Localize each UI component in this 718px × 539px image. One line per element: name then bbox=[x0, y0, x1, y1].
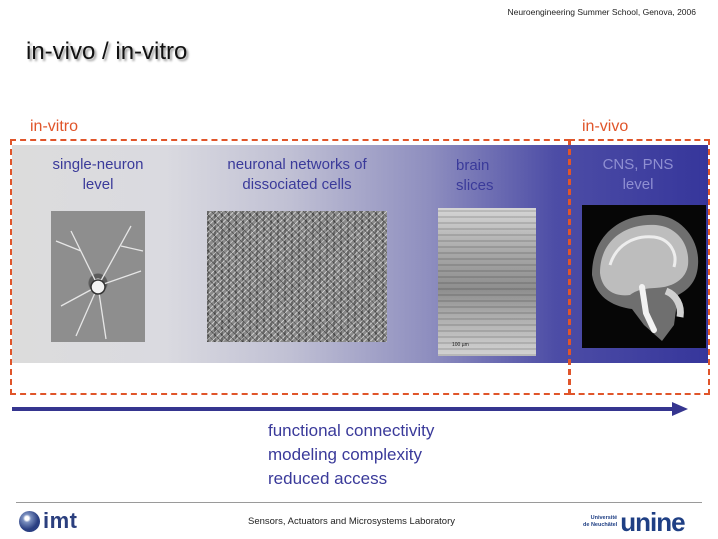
category-line: CNS, PNS bbox=[602, 156, 674, 173]
category-neuronal-networks: neuronal networks of dissociated cells bbox=[204, 155, 390, 195]
property-list: functional connectivity modeling complex… bbox=[268, 419, 434, 491]
in-vivo-region-box bbox=[569, 139, 710, 395]
progression-arrow bbox=[12, 402, 688, 416]
category-line: brain bbox=[456, 157, 490, 174]
neuronal-network-image bbox=[207, 211, 387, 342]
unine-caption-line: Université bbox=[590, 515, 618, 521]
imt-logo-text: imt bbox=[43, 508, 78, 533]
single-neuron-image bbox=[51, 211, 145, 342]
unine-logo-caption: Université de Neuchâtel bbox=[583, 515, 617, 529]
imt-logo: imt bbox=[19, 508, 78, 534]
category-brain-slices: brain slices bbox=[456, 156, 512, 196]
header-note: Neuroengineering Summer School, Genova, … bbox=[507, 7, 696, 17]
brain-slice-image: 100 µm bbox=[438, 208, 536, 356]
in-vivo-label: in-vivo bbox=[582, 118, 629, 135]
property-item: modeling complexity bbox=[268, 445, 423, 464]
property-item: reduced access bbox=[268, 469, 388, 488]
unine-logo-word: unine bbox=[620, 507, 685, 537]
neuron-dendrites-graphic bbox=[55, 225, 144, 340]
property-item: functional connectivity bbox=[268, 421, 435, 440]
category-line: level bbox=[82, 176, 114, 193]
imt-logo-mark bbox=[19, 510, 40, 532]
unine-caption-line: de Neuchâtel bbox=[583, 522, 618, 528]
category-line: neuronal networks of bbox=[227, 156, 367, 173]
category-line: slices bbox=[456, 177, 494, 194]
slide-title: in-vivo / in-vitro bbox=[26, 38, 188, 65]
category-line: single-neuron bbox=[52, 156, 144, 173]
category-line: dissociated cells bbox=[242, 176, 352, 193]
in-vitro-label: in-vitro bbox=[30, 118, 79, 135]
footer-lab-name: Sensors, Actuators and Microsystems Labo… bbox=[248, 516, 455, 527]
category-single-neuron: single-neuron level bbox=[38, 155, 158, 195]
category-cns-pns: CNS, PNS level bbox=[583, 155, 693, 195]
unine-logo: Université de Neuchâtel unine bbox=[583, 507, 686, 537]
mri-brain-graphic bbox=[592, 214, 699, 341]
mri-brain-image bbox=[582, 205, 706, 348]
category-line: level bbox=[622, 176, 654, 193]
slice-scale-label: 100 µm bbox=[452, 342, 469, 348]
footer-divider bbox=[16, 502, 702, 503]
